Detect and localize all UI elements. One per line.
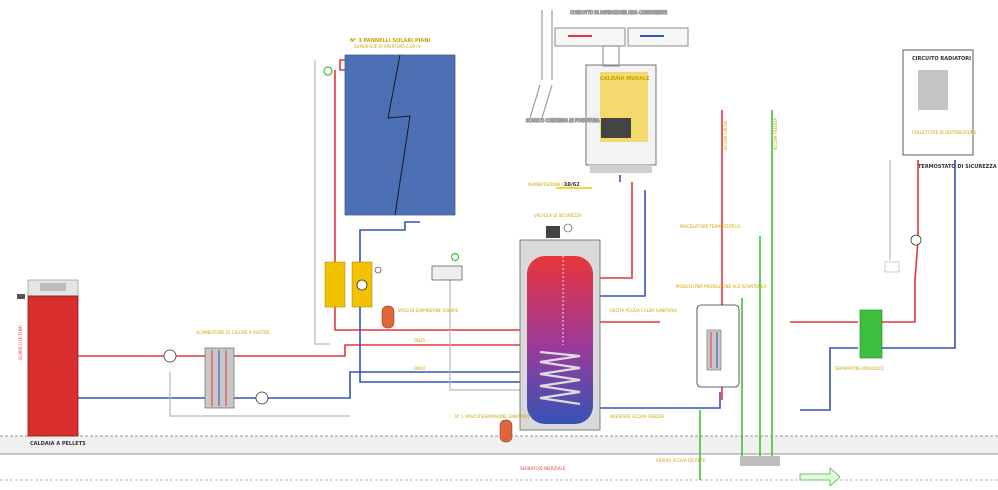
tank-cold-in-label: INGRESSO ACQUA FREDDA (610, 414, 664, 419)
solar-sensor-icon (323, 66, 333, 76)
tank-expansion-vessel-icon (499, 419, 513, 443)
pump-boiler-icon (163, 349, 177, 363)
hot-riser-label: ACQUA CALDA (723, 121, 728, 150)
water-inlet-label: ARRIVO ACQUA DA RETE (656, 458, 706, 463)
radiator-thermo-label: TERMOSTATO DI SICUREZZA (918, 164, 997, 170)
plate-heat-exchanger: SCAMBIATORE DI CALORE A PIASTRE (163, 330, 270, 409)
solar-expansion-label: VASO DI ESPANSIONE SOLARE (398, 308, 459, 313)
wall-boiler-label: CALDAIA MURALE (600, 76, 650, 82)
separator-label: SEPARATORE IDRAULICO (835, 366, 884, 371)
radiator-title: CIRCUITO RADIATORI (912, 56, 971, 62)
buffer-tank: VALVOLA DI SICUREZZA USCITA ACQUA CALDA … (455, 213, 677, 471)
tank-expansion-label: N° 1 VASO D'ESPANSIONE SANITARIO (455, 414, 530, 419)
solar-pump-group: VASO DI ESPANSIONE SOLARE (324, 252, 463, 329)
controller-icon (431, 265, 463, 281)
hydraulic-separator-icon (859, 309, 883, 359)
tank-valve-label: VALVOLA DI SICUREZZA (534, 213, 582, 218)
flue-drain-text: SCARICO CONDENSA IN FOGNATURA (526, 118, 600, 123)
water-inlet: ARRIVO ACQUA DA RETE (656, 456, 841, 487)
pipe-tag-a: DN25 (414, 338, 426, 343)
wall-boiler: CALDAIA MURALE ALIMENTAZIONE GAS 10/62 (528, 64, 657, 189)
heat-exchanger-label: SCAMBIATORE DI CALORE A PIASTRE (196, 330, 270, 335)
radiator-collector-label: COLLETTORE DI DISTRIBUZIONE (912, 130, 977, 135)
solar-panel: N° 3 PANNELLI SOLARI PIANI SUPERFICIE DI… (323, 38, 456, 216)
mixer-label: MISCELATORE TERMOSTATICO (680, 224, 740, 229)
solar-title: N° 3 PANNELLI SOLARI PIANI (350, 38, 430, 44)
radiator-pump-icon (910, 234, 922, 246)
pump-return-icon (255, 391, 269, 405)
floor-band (0, 435, 998, 481)
flue-top-text: CONDOTTO DI ASPIRAZIONE ARIA COMBURENTE (570, 10, 668, 15)
pipe-tag-b: DN20 (414, 366, 426, 371)
radiator-circuit: CIRCUITO RADIATORI COLLETTORE DI DISTRIB… (835, 49, 997, 371)
freshwater-label: MODULO PER PRODUZIONE ACS ISTANTANEA (676, 284, 766, 289)
pipe-tags: DN25 DN20 (414, 338, 426, 371)
cold-riser-label: ACQUA FREDDA (773, 118, 778, 150)
solar-expansion-vessel-icon (381, 305, 395, 329)
tank-caption: SERBATOIO INERZIALE (520, 466, 566, 471)
boiler-side-label: SCARICO DI FUMI (18, 325, 23, 360)
fresh-water-module: MODULO PER PRODUZIONE ACS ISTANTANEA MIS… (676, 118, 778, 388)
boiler-name: CALDAIA A PELLETS (30, 441, 86, 447)
tank-exit-label: USCITA ACQUA CALDA SANITARIA (610, 308, 677, 313)
solar-subtitle: SUPERFICIE DI APERTURA 6,69 m² (354, 44, 422, 49)
pellet-boiler: CALDAIA A PELLETS SCARICO DI FUMI (17, 279, 86, 447)
pipes (78, 59, 956, 480)
gas-supply-label: ALIMENTAZIONE GAS (528, 182, 571, 187)
gas-code-label: 10/62 (564, 182, 580, 188)
flue-system: CONDOTTO DI ASPIRAZIONE ARIA COMBURENTE … (525, 9, 689, 124)
